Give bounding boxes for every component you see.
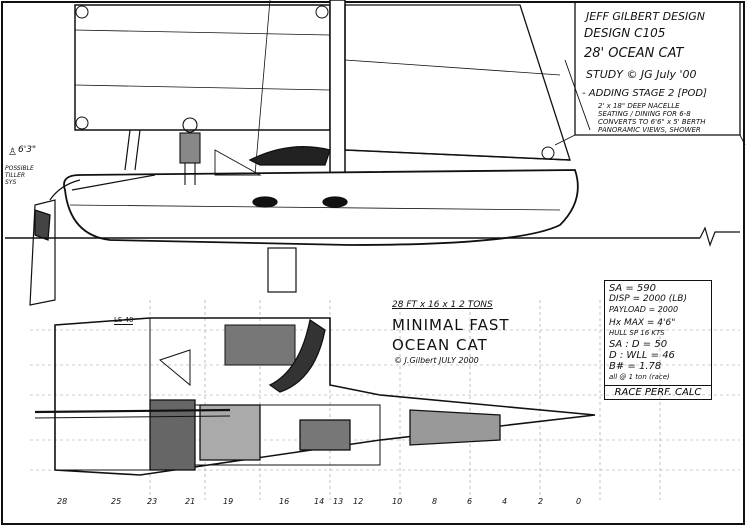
tiller-note-line: POSSIBLE <box>5 165 34 172</box>
mainsail <box>74 4 331 131</box>
perf-row: SA = 590 <box>609 283 657 294</box>
note-line: SEATING / DINING FOR 6-8 <box>598 110 691 118</box>
perf-row: HULL SP 16 KTS <box>609 329 665 337</box>
tiller-note-line: SYS <box>5 179 17 186</box>
perf-row: DISP = 2000 (LB) <box>609 294 687 304</box>
station-label: 16 <box>279 497 290 506</box>
station-label: 28 <box>57 497 68 506</box>
station-label: 0 <box>576 497 582 506</box>
plan-signature: © J.Gilbert JULY 2000 <box>394 356 479 365</box>
perf-row: Hx MAX = 4'6" <box>609 318 676 328</box>
daggerboard <box>267 247 297 293</box>
drawing-frame <box>1 1 745 525</box>
station-label: 21 <box>185 497 196 506</box>
note-heading: - ADDING STAGE 2 [POD] <box>582 88 707 99</box>
perf-row: all @ 1 ton (race) <box>609 373 670 381</box>
tiller-note-line: TILLER <box>5 172 26 179</box>
plan-dimensions: 28 FT x 16 x 1 2 TONS <box>392 300 493 310</box>
plan-hull-outline <box>54 317 596 476</box>
station-label: 23 <box>147 497 158 506</box>
station-label: 10 <box>392 497 403 506</box>
station-label: 12 <box>353 497 364 506</box>
title-block: JEFF GILBERT DESIGN DESIGN C105 28' OCEA… <box>578 4 733 134</box>
perf-footer: RACE PERF. CALC <box>605 385 711 399</box>
person-scale-icon: ♙ <box>8 147 17 158</box>
plan-title-line2: OCEAN CAT <box>392 336 488 354</box>
designer-name: JEFF GILBERT DESIGN <box>586 10 705 23</box>
performance-calc-box: SA = 590 DISP = 2000 (LB) PAYLOAD = 2000… <box>604 280 712 400</box>
station-label: 25 <box>111 497 122 506</box>
crew-figure <box>179 117 201 185</box>
note-line: PANORAMIC VIEWS, SHOWER <box>598 126 701 134</box>
station-label: 6 <box>467 497 473 506</box>
jib <box>344 4 571 161</box>
ls-tag: LS 40 <box>114 316 134 325</box>
station-label: 2 <box>538 497 544 506</box>
design-number: DESIGN C105 <box>584 26 666 40</box>
tiller-note: POSSIBLE TILLER SYS <box>5 165 34 186</box>
boat-name: 28' OCEAN CAT <box>584 46 684 61</box>
station-label: 4 <box>502 497 508 506</box>
station-label: 8 <box>432 497 438 506</box>
study-label: STUDY © JG July '00 <box>586 68 697 81</box>
perf-row: SA : D = 50 <box>609 339 668 350</box>
plan-title-line1: MINIMAL FAST <box>392 316 510 334</box>
backstay <box>254 0 271 176</box>
figure-height-label: 6'3" <box>18 145 37 155</box>
station-label: 14 <box>314 497 325 506</box>
perf-row: D : WLL = 46 <box>609 350 675 361</box>
station-label: 13 <box>333 497 344 506</box>
note-line: 2' x 18" DEEP NACELLE <box>598 102 680 110</box>
station-label: 19 <box>223 497 234 506</box>
perf-row: PAYLOAD = 2000 <box>609 305 679 314</box>
mast <box>329 0 346 186</box>
perf-row: B# = 1.78 <box>609 361 662 372</box>
note-line: CONVERTS TO 6'6" x 5' BERTH <box>598 118 706 126</box>
